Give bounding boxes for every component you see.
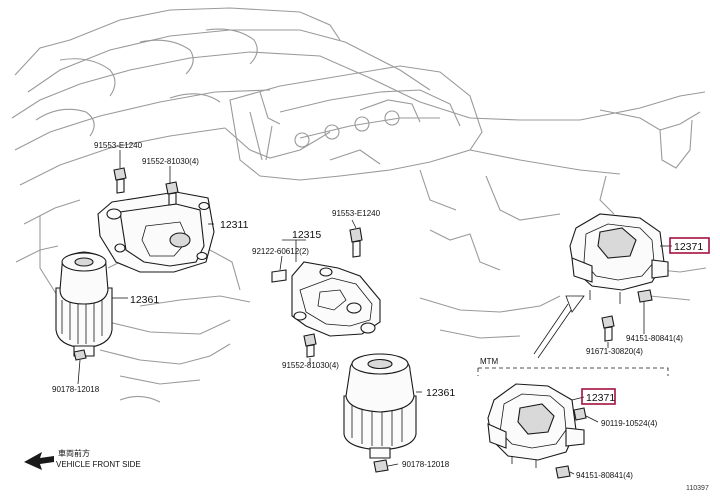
figure-number: 110397	[686, 485, 709, 492]
nut-94151-lower	[555, 465, 571, 479]
label-12311[interactable]: 12311	[220, 219, 249, 231]
bolt-91552-mid	[303, 333, 317, 358]
vehicle-front-arrow	[24, 452, 54, 470]
transmission-mount-12371-lower	[487, 383, 585, 468]
label-vehicle-front-side: VEHICLE FRONT SIDE	[56, 460, 141, 469]
label-94151-80841-lower[interactable]: 94151-80841(4)	[576, 471, 633, 480]
label-91671-30820[interactable]: 91671-30820(4)	[586, 347, 643, 356]
bolt-91553-mid	[349, 227, 363, 258]
label-12371-lower[interactable]: 12371	[586, 392, 615, 404]
bracket-12315	[291, 261, 381, 337]
bracket-12311	[97, 191, 215, 273]
bolt-91553-left	[113, 167, 127, 194]
label-12361-mid[interactable]: 12361	[426, 387, 455, 399]
label-12361-left[interactable]: 12361	[130, 294, 159, 306]
label-90178-12018-mid[interactable]: 90178-12018	[402, 460, 450, 469]
label-90178-12018-left[interactable]: 90178-12018	[52, 385, 100, 394]
nut-94151-upper	[637, 289, 653, 303]
label-92122-60612[interactable]: 92122-60612(2)	[252, 247, 309, 256]
label-91553-e1240-mid[interactable]: 91553-E1240	[332, 209, 381, 218]
stud-92122	[271, 269, 287, 283]
mtm-frame	[477, 367, 669, 376]
label-91552-81030-mid[interactable]: 91552-81030(4)	[282, 361, 339, 370]
label-90119-10524[interactable]: 90119-10524(4)	[601, 419, 658, 428]
label-94151-80841-upper[interactable]: 94151-80841(4)	[626, 334, 683, 343]
transmission-mount-12371-upper	[569, 213, 669, 304]
bolt-91552-left	[165, 181, 179, 206]
label-vehicle-front-jp: 車両前方	[58, 448, 90, 458]
highlight-box-12371-upper	[669, 237, 710, 254]
bolt-91671	[601, 315, 615, 342]
highlight-box-12371-lower	[581, 388, 616, 405]
leader-lines	[77, 150, 672, 475]
bolt-90119	[573, 407, 587, 421]
engine-mount-12361-mid	[343, 353, 417, 459]
nut-90178-mid	[373, 459, 389, 473]
direction-arrow-up	[533, 295, 585, 359]
label-12315[interactable]: 12315	[292, 229, 321, 241]
engine-mount-12361-left	[55, 251, 113, 357]
nut-90178-left	[73, 349, 87, 361]
label-91552-81030-left[interactable]: 91552-81030(4)	[142, 157, 199, 166]
label-91553-e1240-left[interactable]: 91553-E1240	[94, 141, 143, 150]
label-mtm: MTM	[480, 357, 499, 366]
label-12371-upper[interactable]: 12371	[674, 241, 703, 253]
